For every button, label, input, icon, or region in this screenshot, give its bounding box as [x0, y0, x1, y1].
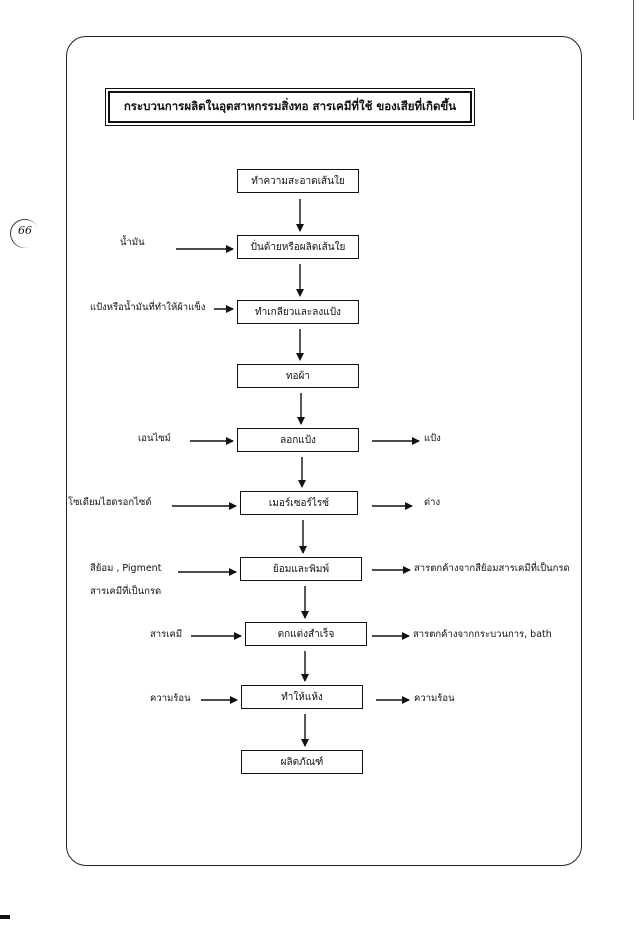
step-dry: ทำให้แห้ง	[241, 685, 363, 709]
step-mercerize: เมอร์เซอร์ไรซ์	[240, 491, 358, 515]
step-weave: ทอผ้า	[237, 364, 359, 388]
output-starch: แป้ง	[424, 433, 441, 444]
step-dye-print: ย้อมและพิมพ์	[240, 557, 362, 581]
input-dye-pigment: สีย้อม , Pigment	[90, 563, 162, 574]
corner-mark	[0, 915, 10, 919]
page-edge-line	[633, 0, 634, 120]
output-heat: ความร้อน	[414, 693, 455, 704]
input-heat: ความร้อน	[150, 693, 191, 704]
output-alkali: ด่าง	[424, 497, 441, 508]
input-chemical: สารเคมี	[150, 629, 183, 640]
input-naoh: โซเดียมไฮดรอกไซด์	[68, 497, 152, 508]
input-acid-chemical: สารเคมีที่เป็นกรด	[90, 586, 162, 597]
input-oil: น้ำมัน	[120, 237, 145, 248]
input-enzyme: เอนไซม์	[138, 433, 171, 444]
diagram-title: กระบวนการผลิตในอุตสาหกรรมสิ่งทอ สารเคมีท…	[105, 88, 475, 126]
step-product: ผลิตภัณฑ์	[241, 750, 363, 774]
page-number: 66	[12, 218, 38, 244]
output-process-residue: สารตกค้างจากกระบวนการ, bath	[413, 629, 552, 640]
diagram-frame	[66, 36, 582, 866]
step-desize: ลอกแป้ง	[237, 428, 359, 452]
step-spin-yarn: ปั่นด้ายหรือผลิตเส้นใย	[237, 235, 359, 259]
step-finishing: ตกแต่งสำเร็จ	[245, 622, 367, 646]
input-sizing: แป้งหรือน้ำมันที่ทำให้ผ้าแข็ง	[90, 302, 206, 313]
step-twist-size: ทำเกลียวและลงแป้ง	[237, 300, 359, 324]
output-dye-residue: สารตกค้างจากสีย้อมสารเคมีที่เป็นกรด	[414, 563, 570, 574]
step-clean-fiber: ทำความสะอาดเส้นใย	[237, 169, 359, 193]
